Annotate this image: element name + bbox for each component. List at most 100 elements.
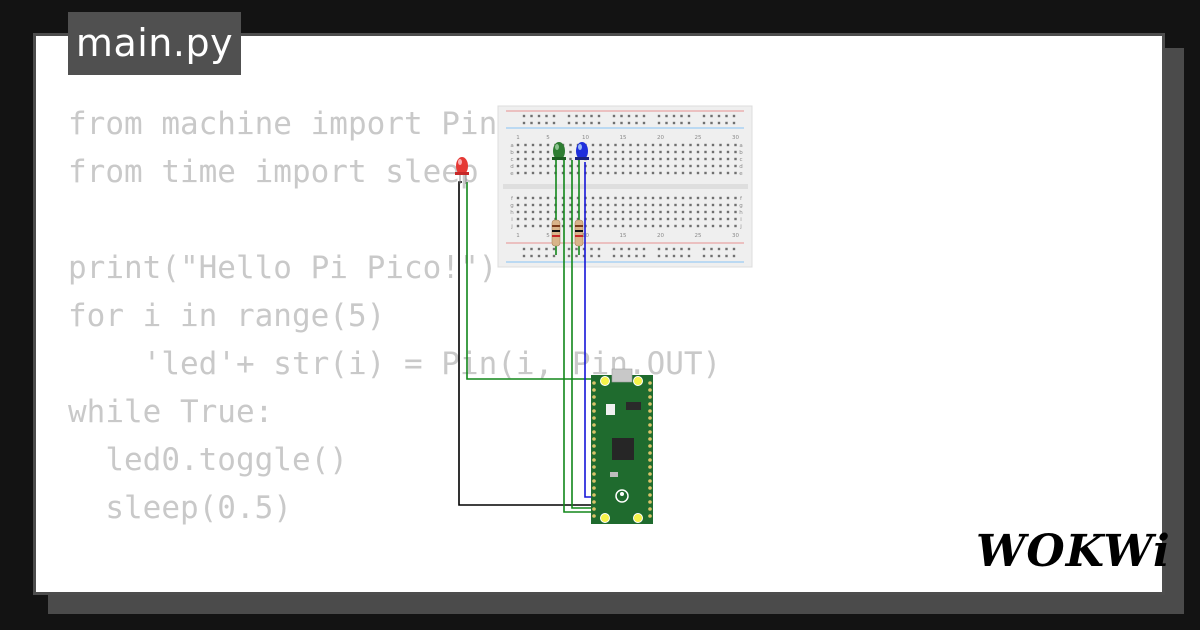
breadboard-hole xyxy=(734,196,737,200)
breadboard-hole xyxy=(734,157,737,161)
pico-pin xyxy=(648,514,652,518)
row-letter: d xyxy=(739,164,743,170)
breadboard-hole xyxy=(524,196,527,200)
breadboard-hole xyxy=(612,254,616,258)
breadboard-hole xyxy=(614,210,617,214)
row-letter: c xyxy=(739,157,742,163)
breadboard-hole xyxy=(657,247,661,251)
row-letter: i xyxy=(740,217,742,223)
breadboard-hole xyxy=(531,203,535,207)
breadboard-hole xyxy=(657,121,661,125)
breadboard-hole xyxy=(711,196,715,200)
blue-led[interactable] xyxy=(575,142,589,160)
breadboard-hole xyxy=(599,203,602,207)
code-line: while True: xyxy=(68,394,274,430)
breadboard-hole xyxy=(651,210,655,214)
breadboard-hole xyxy=(702,254,706,258)
breadboard-hole xyxy=(516,150,520,154)
breadboard-hole xyxy=(725,114,728,118)
breadboard-hole xyxy=(689,150,692,154)
breadboard-hole xyxy=(657,114,661,118)
breadboard-hole xyxy=(665,254,668,258)
breadboard-hole xyxy=(732,254,736,258)
column-number: 1 xyxy=(516,135,520,141)
breadboard-hole xyxy=(546,164,550,168)
pico-pin xyxy=(648,416,652,420)
row-letter: b xyxy=(510,150,514,156)
breadboard-hole xyxy=(636,150,640,154)
breadboard-hole xyxy=(627,114,631,118)
breadboard-hole xyxy=(621,157,625,161)
breadboard-hole xyxy=(524,203,527,207)
breadboard-hole xyxy=(561,164,565,168)
breadboard-hole xyxy=(726,143,730,147)
breadboard-hole xyxy=(627,254,631,258)
file-tab[interactable]: main.py xyxy=(68,12,241,75)
breadboard-hole xyxy=(621,224,625,228)
breadboard-hole xyxy=(674,143,677,147)
row-letter: f xyxy=(511,196,514,202)
breadboard-hole xyxy=(597,114,601,118)
breadboard-hole xyxy=(717,247,721,251)
breadboard-hole xyxy=(651,143,655,147)
breadboard-hole xyxy=(597,254,601,258)
row-letter: j xyxy=(510,224,513,230)
breadboard-hole xyxy=(717,114,721,118)
code-line: 'led'+ str(i) = Pin(i, Pin.OUT) xyxy=(68,346,722,382)
breadboard-hole xyxy=(636,224,640,228)
breadboard-hole xyxy=(665,121,668,125)
row-letter: f xyxy=(740,196,743,202)
breadboard-hole xyxy=(689,224,692,228)
breadboard-hole xyxy=(546,224,550,228)
breadboard-hole xyxy=(629,210,632,214)
breadboard-hole xyxy=(569,210,572,214)
breadboard-hole xyxy=(516,164,520,168)
breadboard-hole xyxy=(582,254,586,258)
breadboard-hole xyxy=(524,157,527,161)
breadboard-hole xyxy=(651,217,655,221)
breadboard-hole xyxy=(539,143,542,147)
pico-pin xyxy=(648,381,652,385)
breadboard-hole xyxy=(672,254,676,258)
breadboard-hole xyxy=(717,121,721,125)
breadboard-hole xyxy=(704,210,707,214)
breadboard-hole xyxy=(612,247,616,251)
breadboard-hole xyxy=(575,247,578,251)
breadboard-hole xyxy=(546,217,550,221)
breadboard-hole xyxy=(651,224,655,228)
breadboard-hole xyxy=(591,150,595,154)
breadboard-hole xyxy=(689,157,692,161)
breadboard-hole xyxy=(666,143,670,147)
breadboard-hole xyxy=(545,121,548,125)
breadboard-hole xyxy=(687,247,691,251)
breadboard-hole xyxy=(614,171,617,175)
breadboard-hole xyxy=(644,196,647,200)
pico-pin xyxy=(592,437,596,441)
breadboard-hole xyxy=(545,247,548,251)
green-led[interactable] xyxy=(552,142,566,160)
breadboard-hole xyxy=(659,171,662,175)
breadboard-hole xyxy=(666,171,670,175)
pico-pin xyxy=(648,444,652,448)
breadboard-hole xyxy=(582,114,586,118)
pico-pin xyxy=(592,479,596,483)
breadboard-hole xyxy=(614,196,617,200)
raspberry-pi-pico[interactable] xyxy=(591,368,653,524)
column-number: 15 xyxy=(620,233,627,239)
breadboard-hole xyxy=(674,224,677,228)
breadboard-hole xyxy=(539,203,542,207)
breadboard-hole xyxy=(569,203,572,207)
breadboard-hole xyxy=(687,121,691,125)
breadboard-hole xyxy=(681,143,685,147)
breadboard-hole xyxy=(561,196,565,200)
breadboard-hole xyxy=(717,254,721,258)
breadboard-hole xyxy=(612,121,616,125)
breadboard-hole xyxy=(672,114,676,118)
breadboard-hole xyxy=(591,157,595,161)
breadboard-hole xyxy=(666,196,670,200)
breadboard-hole xyxy=(539,196,542,200)
breadboard-hole xyxy=(629,224,632,228)
breadboard-hole xyxy=(614,203,617,207)
red-led[interactable] xyxy=(455,157,469,184)
